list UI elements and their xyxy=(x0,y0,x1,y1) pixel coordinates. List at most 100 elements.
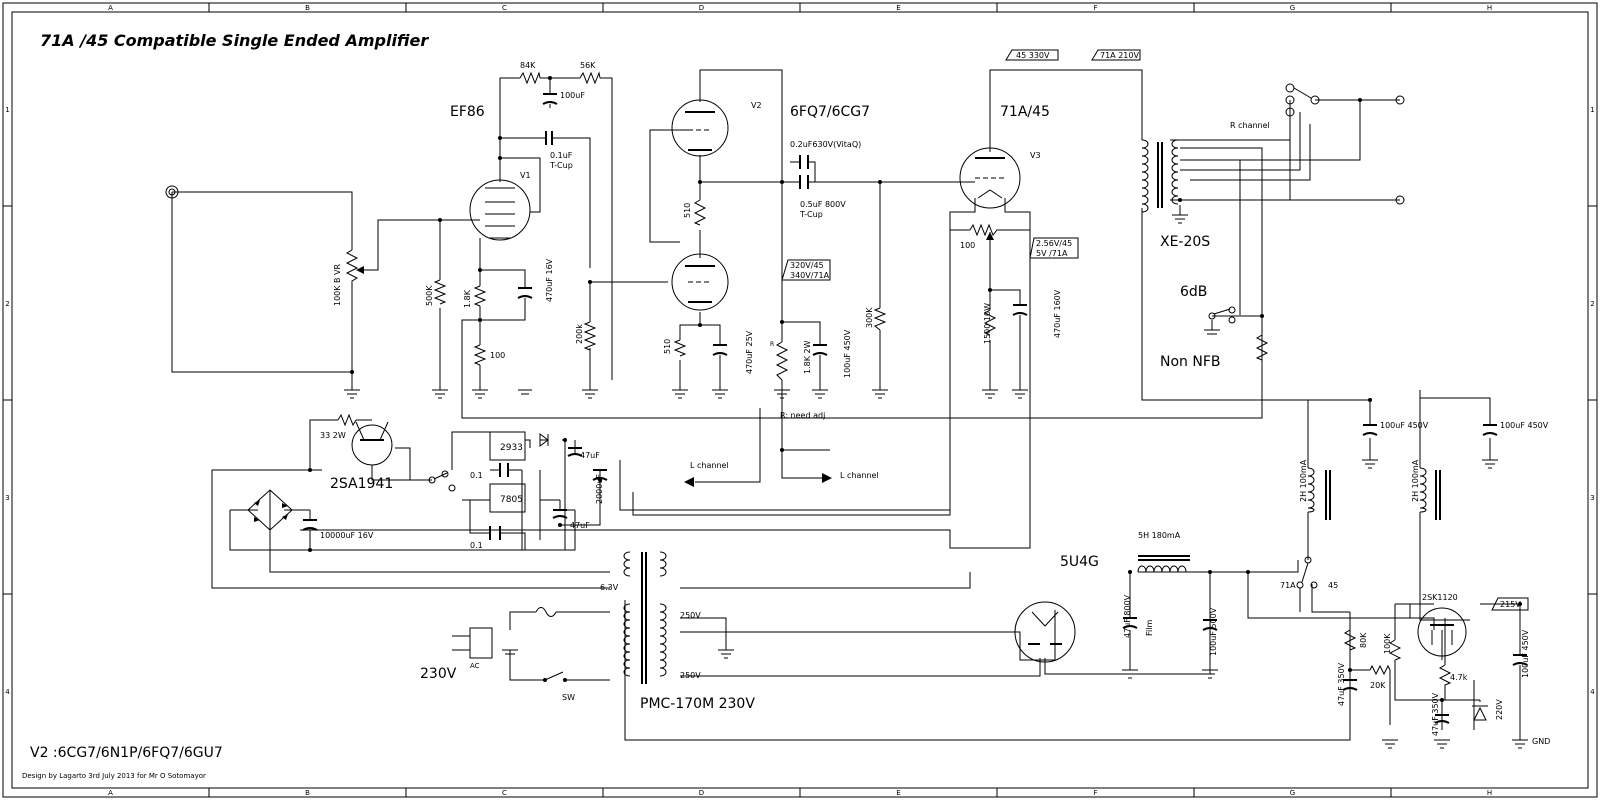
diode-icon xyxy=(539,433,549,447)
resistor-1k8-icon xyxy=(473,285,487,307)
label-c-01uf: 0.1uF xyxy=(550,151,573,160)
label-sel-71a: 71A xyxy=(1280,581,1296,590)
capacitor-100uf450-c-icon xyxy=(1482,424,1498,436)
grid-column-label: C xyxy=(502,789,507,797)
label-c-01-b: 0.1 xyxy=(470,541,483,550)
flag-215: 215V xyxy=(1500,600,1521,609)
component-symbols xyxy=(165,49,1529,749)
tube-type-selector-icon xyxy=(1296,556,1318,589)
grid-column-label: G xyxy=(1290,4,1295,12)
label-l-channel-1: L channel xyxy=(690,461,729,470)
label-r-84k: 84K xyxy=(520,61,536,70)
tube-v2-upper-icon xyxy=(671,99,729,157)
transistor-2sa1941-icon xyxy=(351,421,393,466)
label-gnd: GND xyxy=(1532,737,1550,746)
grid-row-label: 2 xyxy=(1590,300,1594,308)
regulator-7805-icon xyxy=(489,483,526,513)
resistor-20k-icon xyxy=(1369,664,1391,676)
capacitor-0u1-icon xyxy=(545,131,553,145)
grid-column-label: F xyxy=(1093,789,1097,797)
capacitor-470uf25-icon xyxy=(712,344,728,356)
label-r-510-cat: 510 xyxy=(663,339,672,354)
label-ic-7805: 7805 xyxy=(500,495,523,505)
label-v1-type: EF86 xyxy=(450,104,485,120)
voltage-flags xyxy=(781,49,1529,611)
output-impedance-switch-icon xyxy=(1285,83,1405,205)
flag-256: 2.56V/45 xyxy=(1036,239,1072,248)
resistor-500k-icon xyxy=(433,279,447,305)
capacitor-47uf-b-icon xyxy=(552,509,568,519)
ground-icons xyxy=(344,214,1528,749)
label-c-100uf450-c: 100uF 450V xyxy=(1500,421,1549,430)
regulator-2933-icon xyxy=(489,431,526,461)
label-c-100uf450-b: 100uF 450V xyxy=(1380,421,1429,430)
label-pot-100k: 100K B VR xyxy=(333,263,342,306)
capacitor-470uf16-icon xyxy=(517,287,533,299)
label-power-transformer: PMC-170M 230V xyxy=(640,696,755,712)
choke-2h-b-icon xyxy=(1419,467,1441,520)
capacitor-100uf450-d-icon xyxy=(1512,654,1528,666)
tube-v2-lower-icon xyxy=(671,253,729,311)
resistor-1500-icon xyxy=(983,309,997,336)
label-r-20k: 20K xyxy=(1370,681,1386,690)
capacitor-470uf160-icon xyxy=(1012,304,1028,316)
label-sel-45: 45 xyxy=(1328,581,1338,590)
label-r-300k: 300K xyxy=(865,307,874,328)
label-choke-2h-b: 2H 100mA xyxy=(1411,459,1420,502)
label-c-tcup1: T-Cup xyxy=(549,161,573,170)
capacitor-0u1-reg-b-icon xyxy=(489,526,501,540)
label-rect-type: 5U4G xyxy=(1060,554,1099,570)
grid-row-label: 1 xyxy=(1590,106,1594,114)
zener-220v-icon xyxy=(1472,705,1488,721)
resistor-5k6-icon xyxy=(1255,334,1269,361)
flag-45-330: 45 330V xyxy=(1016,51,1050,60)
capacitor-100uf450-b-icon xyxy=(1362,424,1378,436)
capacitor-100uf450-a-icon xyxy=(812,344,828,356)
bridge-rectifier-icon xyxy=(247,489,293,531)
grid-column-label: H xyxy=(1487,789,1492,797)
resistor-100k-icon xyxy=(1388,639,1402,661)
label-c-01-a: 0.1 xyxy=(470,471,483,480)
capacitor-0u5-icon xyxy=(799,175,809,189)
tube-v1-icon xyxy=(469,179,531,241)
grid-column-label: A xyxy=(108,789,113,797)
label-c-05uf: 0.5uF 800V xyxy=(800,200,846,209)
label-r-1500: 1500 10W xyxy=(983,303,992,344)
grid-row-label: 1 xyxy=(5,106,9,114)
resistor-510-v2-icon xyxy=(693,199,707,226)
label-r-100-v1: 100 xyxy=(490,351,505,360)
choke-5h-icon xyxy=(1137,555,1190,573)
label-v-230: 230V xyxy=(420,666,457,682)
label-c-10000: 10000uF 16V xyxy=(320,531,374,540)
label-v1-ref: V1 xyxy=(520,171,531,180)
label-c-film: Film xyxy=(1145,620,1154,636)
note-credit: Design by Lagarto 3rd July 2013 for Mr O… xyxy=(22,772,206,780)
input-selector-switch-icon xyxy=(428,470,456,492)
label-r-200k: 200k xyxy=(575,324,584,344)
tube-5u4g-icon xyxy=(1014,601,1076,663)
schematic-wires xyxy=(171,69,1521,741)
note-v2-alternatives: V2 :6CG7/6N1P/6FQ7/6GU7 xyxy=(30,745,223,761)
grid-column-label: A xyxy=(108,4,113,12)
capacitor-10000uf-icon xyxy=(302,519,318,531)
label-r-500k: 500K xyxy=(425,285,434,306)
capacitor-47uf-a-icon xyxy=(567,447,583,457)
label-c-100uf-top: 100uF xyxy=(560,91,585,100)
resistor-510-cathode-icon xyxy=(673,339,687,357)
label-z-220: 220V xyxy=(1495,699,1504,720)
label-l-channel-2: L channel xyxy=(840,471,879,480)
resistor-100-icon xyxy=(473,344,487,366)
resistor-84k-icon xyxy=(519,71,541,85)
grid-row-label: 4 xyxy=(5,688,10,696)
label-c-47uf800: 47uF 800V xyxy=(1123,594,1132,638)
resistor-4k7-icon xyxy=(1438,664,1452,690)
label-need-adj: R: need adj xyxy=(780,411,825,420)
label-v2-type: 6FQ7/6CG7 xyxy=(790,104,870,120)
label-v2-ref: V2 xyxy=(751,101,762,110)
grid-column-label: D xyxy=(699,4,704,12)
resistor-200k-icon xyxy=(583,321,597,351)
label-c-2000uf: 2000uF xyxy=(595,474,604,504)
